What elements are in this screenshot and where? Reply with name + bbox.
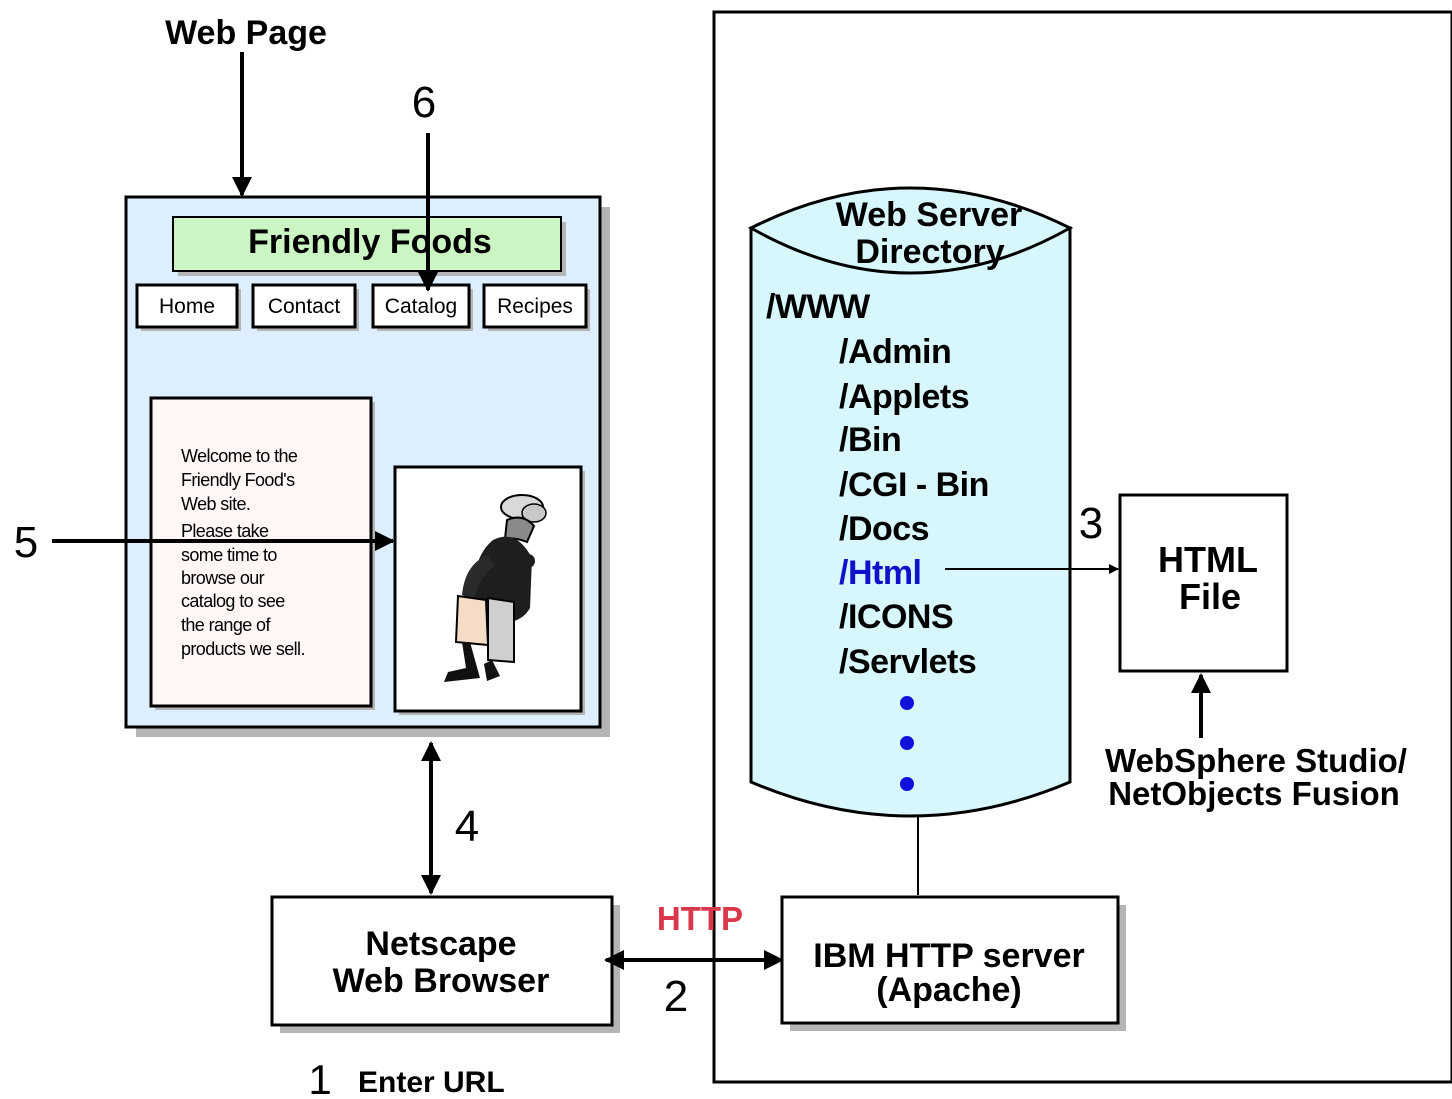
browser-label-line2: Web Browser [333,962,550,1000]
step-3-number: 3 [1079,499,1103,548]
welcome-line: the range of [181,615,271,635]
web-server-directory-cylinder [747,186,1074,818]
directory-entry: /Docs [839,510,929,548]
authoring-tool-line2: NetObjects Fusion [1108,775,1400,812]
welcome-line: Welcome to the [181,446,298,466]
step-4-number: 4 [455,802,479,851]
welcome-line: browse our [181,568,265,588]
server-label-line1: IBM HTTP server [813,937,1084,975]
nav-recipes[interactable] [482,283,588,329]
ellipsis-dots [900,696,914,791]
browser-label-line1: Netscape [365,925,516,963]
welcome-text: Welcome to the Friendly Food's Web site.… [181,446,305,659]
http-label: HTTP [657,900,743,937]
html-file-box [1118,493,1289,673]
nav-contact[interactable] [251,283,357,329]
directory-entry: /Servlets [839,643,976,681]
html-file-line1: HTML [1158,539,1258,580]
nav-catalog[interactable] [371,283,471,329]
welcome-line: catalog to see [181,591,285,611]
server-frame [712,10,1452,1084]
web-page-mockup: Friendly Foods Home Contact Catalog Reci… [124,195,610,737]
site-banner-title: Friendly Foods [248,223,492,261]
welcome-line: products we sell. [181,639,305,659]
step-2-number: 2 [664,972,688,1021]
enter-url-label: Enter URL [358,1066,505,1099]
nav-home-label: Home [159,295,215,318]
server-label-line2: (Apache) [876,971,1021,1009]
step-6-number: 6 [412,78,436,127]
nav-catalog-label: Catalog [385,295,457,318]
welcome-line: Web site. [181,494,250,514]
authoring-tool-line1: WebSphere Studio/ [1105,742,1407,779]
ibm-http-server-box [780,895,1120,1025]
html-file-line2: File [1179,576,1241,617]
welcome-line: some time to [181,545,277,565]
directory-entry: /Bin [839,421,901,459]
directory-listing: /WWW /Admin /Applets /Bin /CGI - Bin /Do… [766,288,989,681]
site-banner [172,216,562,272]
directory-entry: /CGI - Bin [839,466,989,504]
step-5-number: 5 [14,518,38,567]
directory-entry-highlighted: /Html [839,554,922,592]
welcome-panel [149,396,373,708]
nav-home[interactable] [135,283,239,329]
directory-title-line2: Directory [855,233,1004,271]
netscape-browser-box [270,895,614,1027]
welcome-line: Please take [181,521,269,541]
step-1-number: 1 [308,1056,331,1099]
chef-clipart-icon [444,494,547,682]
directory-entry: /Admin [839,333,951,371]
welcome-line: Friendly Food's [181,470,295,490]
web-page-label: Web Page [165,14,327,52]
nav-bar: Home Contact Catalog Recipes [135,283,590,331]
directory-title-line1: Web Server [836,196,1022,234]
nav-contact-label: Contact [268,295,341,318]
directory-root: /WWW [766,288,871,326]
directory-entry: /ICONS [839,598,953,636]
nav-recipes-label: Recipes [497,295,573,318]
directory-entry: /Applets [839,378,969,416]
